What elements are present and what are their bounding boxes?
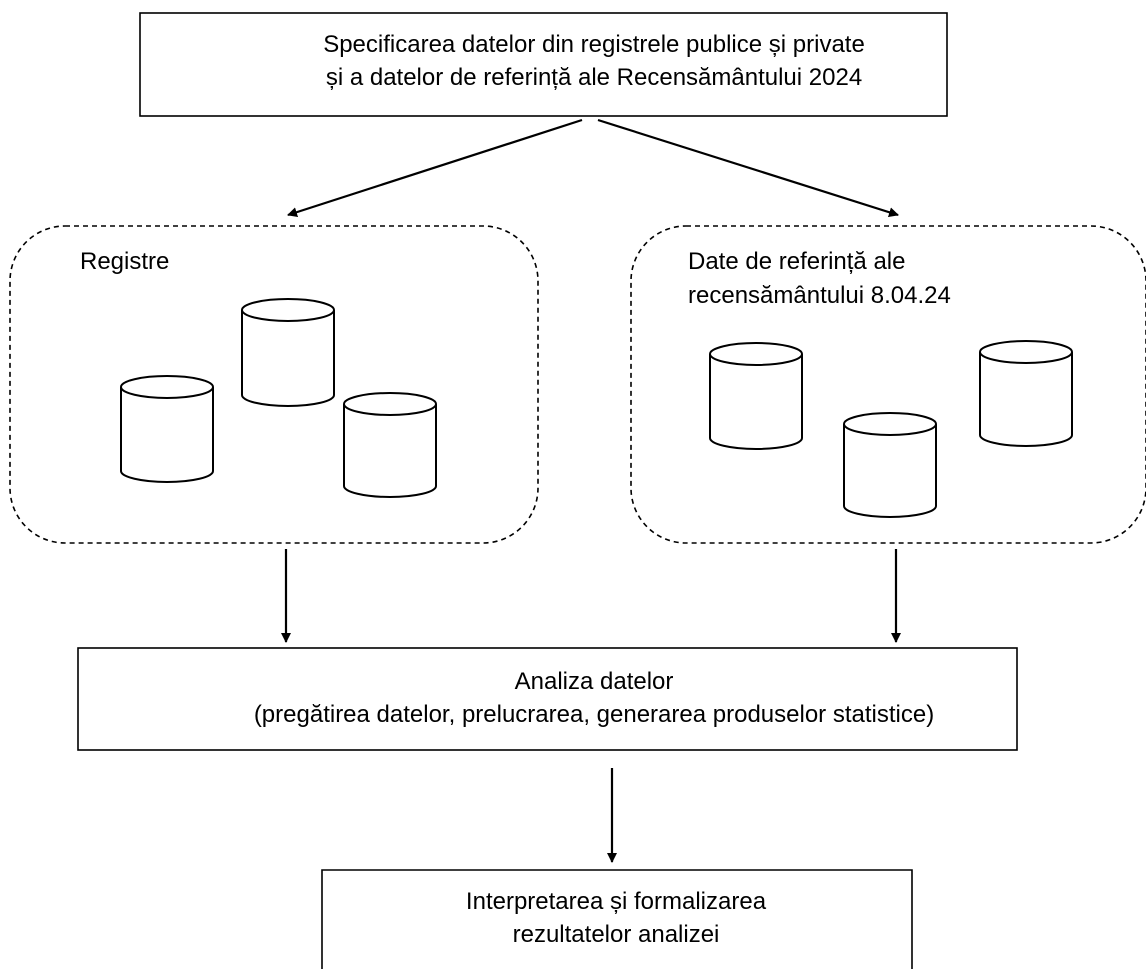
- arrow-top-to-right: [597, 118, 899, 218]
- result-box-line2: rezultatelor analizei: [513, 921, 720, 948]
- analysis-box-line2: (pregătirea datelor, prelucrarea, genera…: [254, 701, 934, 728]
- left-group-title: Registre: [80, 248, 169, 275]
- result-box-line1: Interpretarea și formalizarea: [466, 888, 767, 915]
- database-icon: [709, 342, 803, 450]
- database-icon: [979, 340, 1073, 447]
- right-group-title-line2: recensământului 8.04.24: [688, 282, 951, 309]
- database-icon: [241, 298, 335, 407]
- top-box-line2: și a datelor de referință ale Recensămân…: [326, 64, 862, 91]
- analysis-box: Analiza datelor (pregătirea datelor, pre…: [77, 647, 1018, 751]
- top-box-line1: Specificarea datelor din registrele publ…: [323, 31, 865, 58]
- result-box: Interpretarea și formalizarea rezultatel…: [321, 869, 913, 969]
- analysis-box-line1: Analiza datelor: [515, 668, 674, 695]
- database-icon: [343, 392, 437, 498]
- arrow-top-to-left: [287, 118, 583, 217]
- left-registry-group: Registre: [9, 225, 539, 544]
- top-box: Specificarea datelor din registrele publ…: [139, 12, 948, 117]
- right-census-group: Date de referință ale recensământului 8.…: [630, 225, 1146, 544]
- database-icon: [843, 412, 937, 518]
- right-group-title-line1: Date de referință ale: [688, 248, 905, 275]
- database-icon: [120, 375, 214, 483]
